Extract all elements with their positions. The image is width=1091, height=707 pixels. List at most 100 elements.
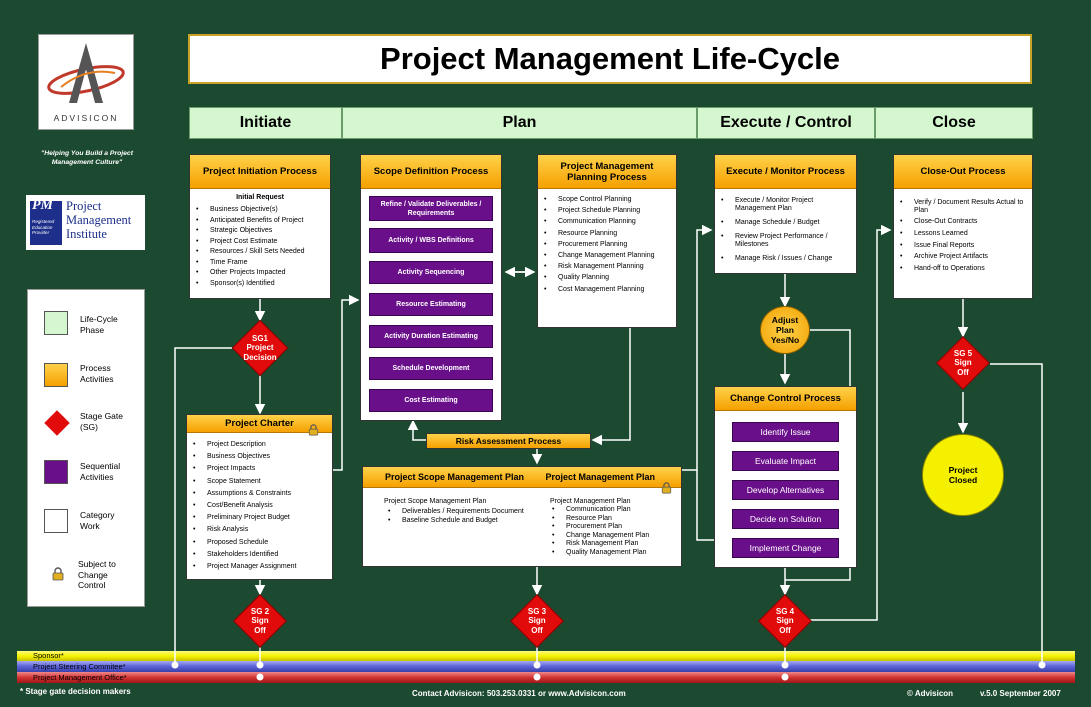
page-title: Project Management Life-Cycle	[188, 34, 1032, 84]
pm-planning-item: Cost Management Planning	[538, 286, 676, 293]
pm-planning-item: Risk Management Planning	[538, 263, 676, 270]
pm-planning-box: Project Management Planning Process Scop…	[537, 154, 677, 328]
charter-item: Risk Analysis	[187, 526, 332, 534]
charter-item: Cost/Benefit Analysis	[187, 502, 332, 510]
charter-item: Preliminary Project Budget	[187, 514, 332, 522]
legend-category-swatch	[44, 509, 68, 533]
pm-planning-item: Scope Control Planning	[538, 196, 676, 203]
charter-item: Business Objectives	[187, 453, 332, 461]
change-step-1: Identify Issue	[732, 422, 839, 442]
pmi-badge-line2: Education	[32, 224, 53, 230]
legend-gate-swatch	[44, 410, 70, 436]
scope-plan-heading: Project Scope Management Plan	[384, 498, 487, 505]
change-control-box: Change Control Process Identify Issue Ev…	[714, 386, 857, 568]
change-step-5: Implement Change	[732, 538, 839, 558]
scope-step-2: Activity / WBS Definitions	[369, 228, 493, 253]
stage-gate-2-label: SG 2 Sign Off	[250, 606, 270, 635]
stage-gate-2: SG 2 Sign Off	[233, 594, 287, 648]
stage-gate-5: SG 5 Sign Off	[936, 336, 990, 390]
legend-activity-swatch	[44, 460, 68, 484]
band-pmo-label: Project Management Office*	[33, 673, 127, 682]
footer-note: * Stage gate decision makers	[20, 687, 131, 696]
band-sponsor: Sponsor*	[17, 651, 1075, 661]
pm-plan-item: Communication Plan	[546, 506, 649, 515]
pm-planning-item: Change Management Planning	[538, 252, 676, 259]
scope-plan-title: Project Scope Management Plan	[385, 472, 525, 482]
scope-plan-item: Baseline Schedule and Budget	[382, 516, 524, 525]
execute-monitor-title: Execute / Monitor Process	[715, 155, 856, 189]
pm-plan-list: Communication PlanResource PlanProcureme…	[546, 506, 649, 557]
change-step-2: Evaluate Impact	[732, 451, 839, 471]
phase-execute-control: Execute / Control	[697, 107, 875, 139]
band-pmo: Project Management Office*	[17, 672, 1075, 683]
execute-item: Manage Schedule / Budget	[715, 219, 856, 227]
footer-version: v.5.0 September 2007	[980, 689, 1061, 698]
pm-plan-item: Procurement Plan	[546, 523, 649, 532]
charter-item: Project Impacts	[187, 465, 332, 473]
band-sponsor-label: Sponsor*	[33, 651, 64, 660]
change-step-3: Develop Alternatives	[732, 480, 839, 500]
band-steering: Project Steering Commitee*	[17, 661, 1075, 672]
initiation-item: Business Objective(s)	[190, 205, 330, 216]
plans-box: Project Scope Management Plan Project Ma…	[362, 466, 682, 567]
pm-planning-item: Procurement Planning	[538, 241, 676, 248]
initiation-process-box: Project Initiation Process Initial Reque…	[189, 154, 331, 299]
adjust-plan-node: Adjust Plan Yes/No	[760, 306, 810, 354]
pm-planning-list: Scope Control PlanningProject Schedule P…	[538, 196, 676, 293]
closeout-list: Verify / Document Results Actual to Plan…	[894, 199, 1032, 272]
pmi-name: Project Management Institute	[66, 199, 131, 241]
pm-planning-item: Resource Planning	[538, 230, 676, 237]
advisicon-emblem-icon	[47, 43, 125, 103]
pm-planning-title: Project Management Planning Process	[538, 155, 676, 189]
stage-gate-1: SG1 Project Decision	[231, 319, 289, 377]
scope-definition-box: Scope Definition Process Refine / Valida…	[360, 154, 502, 421]
closeout-title: Close-Out Process	[894, 155, 1032, 189]
pmi-logo: PM Registered Education Provider Project…	[26, 195, 145, 250]
pm-plan-item: Change Management Plan	[546, 532, 649, 541]
legend-category-label: Category Work	[80, 510, 115, 531]
pm-planning-item: Quality Planning	[538, 274, 676, 281]
legend-process-label: Process Activities	[80, 363, 114, 384]
initiation-item: Time Frame	[190, 258, 330, 269]
legend-lock-label: Subject to Change Control	[78, 559, 116, 590]
execute-item: Review Project Performance / Milestones	[715, 233, 856, 249]
pmi-line3: Institute	[66, 227, 107, 241]
lock-icon	[52, 567, 64, 581]
closeout-item: Close-Out Contracts	[894, 218, 1032, 226]
stage-gate-3: SG 3 Sign Off	[510, 594, 564, 648]
pm-plan-item: Resource Plan	[546, 515, 649, 524]
scope-step-1: Refine / Validate Deliverables / Require…	[369, 196, 493, 221]
initiation-item: Other Projects Impacted	[190, 268, 330, 279]
pm-plan-heading: Project Management Plan	[550, 498, 631, 505]
scope-step-7: Cost Estimating	[369, 389, 493, 412]
closeout-item: Archive Project Artifacts	[894, 253, 1032, 261]
pm-plan-item: Risk Management Plan	[546, 540, 649, 549]
pm-planning-item: Project Schedule Planning	[538, 207, 676, 214]
adjust-plan-label: Adjust Plan Yes/No	[770, 315, 800, 345]
pmi-line1: Project	[66, 199, 102, 213]
phase-initiate: Initiate	[189, 107, 342, 139]
change-control-title: Change Control Process	[715, 387, 856, 411]
plans-title-bar: Project Scope Management Plan Project Ma…	[363, 467, 681, 488]
scope-step-3: Activity Sequencing	[369, 261, 493, 284]
charter-item: Project Manager Assignment	[187, 563, 332, 571]
logo-tagline: "Helping You Build a Project Management …	[41, 150, 133, 166]
advisicon-logo: ADVISICON	[38, 34, 134, 130]
closeout-box: Close-Out Process Verify / Document Resu…	[893, 154, 1033, 299]
legend-phase-label: Life-Cycle Phase	[80, 314, 118, 335]
execute-monitor-box: Execute / Monitor Process Execute / Moni…	[714, 154, 857, 274]
initiation-list: Business Objective(s)Anticipated Benefit…	[190, 205, 330, 289]
band-steering-label: Project Steering Commitee*	[33, 662, 126, 671]
legend: Life-Cycle Phase Process Activities Stag…	[27, 289, 145, 607]
closeout-item: Lessons Learned	[894, 230, 1032, 238]
initiation-heading: Initial Request	[236, 194, 284, 201]
scope-plan-item: Deliverables / Requirements Document	[382, 507, 524, 516]
scope-step-5: Activity Duration Estimating	[369, 325, 493, 348]
charter-item: Proposed Schedule	[187, 539, 332, 547]
stage-gate-1-label: SG1 Project Decision	[243, 333, 277, 362]
stage-gate-4: SG 4 Sign Off	[758, 594, 812, 648]
footer-contact: Contact Advisicon: 503.253.0331 or www.A…	[412, 689, 626, 698]
logo-wordmark: ADVISICON	[53, 113, 119, 123]
charter-item: Project Description	[187, 441, 332, 449]
